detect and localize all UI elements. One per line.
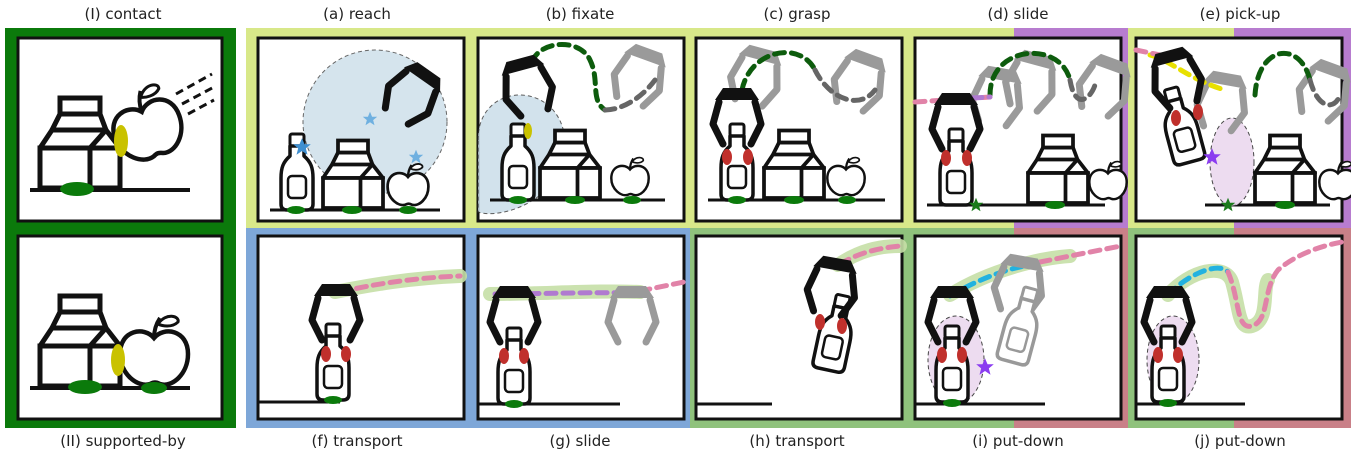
caption-a: (a) reach	[323, 5, 391, 23]
scene-e	[1133, 44, 1351, 212]
caption-c: (c) grasp	[764, 5, 831, 23]
panel-h	[694, 234, 904, 421]
scene-j	[1136, 239, 1345, 407]
scene-c	[708, 42, 892, 204]
caption-d: (d) slide	[988, 5, 1049, 23]
panel-supported-by	[16, 234, 224, 421]
scene-g	[478, 279, 687, 408]
caption-b: (b) fixate	[546, 5, 615, 23]
panel-f	[256, 234, 466, 421]
scene-supported-by	[30, 296, 190, 394]
caption-contact: (I) contact	[84, 5, 161, 23]
caption-h: (h) transport	[749, 432, 844, 450]
caption-e: (e) pick-up	[1200, 5, 1281, 23]
scene-a	[270, 49, 449, 214]
scene-i	[915, 243, 1124, 407]
contact-marker	[114, 125, 128, 157]
caption-i: (i) put-down	[972, 432, 1063, 450]
caption-f: (f) transport	[311, 432, 402, 450]
scene-f	[258, 269, 467, 404]
scene-d	[912, 47, 1137, 212]
scene-contact	[30, 72, 217, 196]
scene-b	[477, 41, 672, 215]
scene-h	[696, 239, 907, 406]
caption-supported-by: (II) supported-by	[60, 432, 186, 450]
caption-g: (g) slide	[550, 432, 611, 450]
caption-j: (j) put-down	[1194, 432, 1285, 450]
